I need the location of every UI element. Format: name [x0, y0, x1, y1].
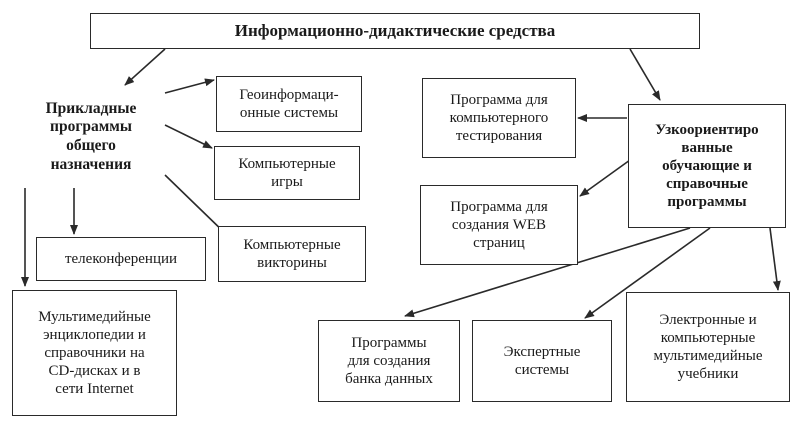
edge-narrow-web: [579, 159, 631, 197]
node-textbooks: Электронные и компьютерные мультимедийны…: [626, 292, 790, 402]
edge-narrow-expert: [584, 227, 711, 319]
node-teleconf: телеконференции: [36, 237, 206, 281]
node-games: Компьютерные игры: [214, 146, 360, 200]
node-title: Информационно-дидактические средства: [90, 13, 700, 49]
node-database-programs: Программы для создания банка данных: [318, 320, 460, 402]
node-testing-program: Программа для компьютерного тестирования: [422, 78, 576, 158]
edge-applied-games: [164, 124, 213, 149]
node-web-program: Программа для создания WEB страниц: [420, 185, 578, 265]
edge-applied-gis: [164, 78, 215, 94]
edge-title-narrow: [629, 48, 661, 101]
edge-narrow-textbooks: [769, 227, 781, 291]
node-expert-systems: Экспертные системы: [472, 320, 612, 402]
node-multimedia-encyclopedias: Мультимедийные энциклопедии и справочник…: [12, 290, 177, 416]
edge-title-applied: [124, 48, 166, 86]
edge-narrow-database: [404, 227, 691, 318]
node-applied-programs: Прикладные программы общего назначения: [45, 99, 137, 173]
node-narrow-programs: Узкоориентиро ванные обучающие и справоч…: [628, 104, 786, 228]
node-gis: Геоинформаци- онные системы: [216, 76, 362, 132]
node-quizzes: Компьютерные викторины: [218, 226, 366, 282]
